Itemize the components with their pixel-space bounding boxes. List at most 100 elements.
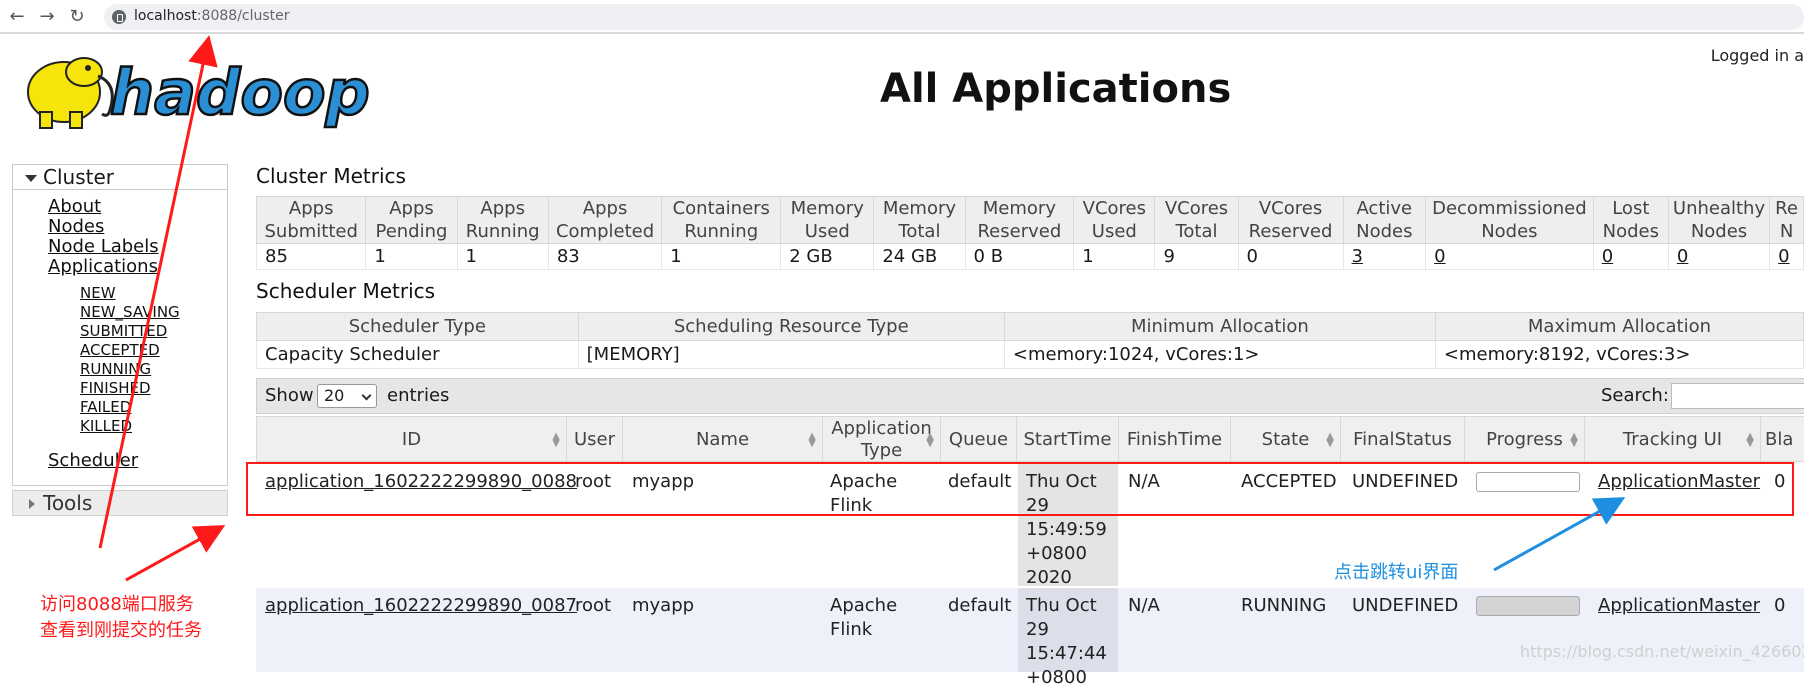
col-progress[interactable]: Progress▲▼	[1465, 417, 1585, 463]
sidebar-cluster-header[interactable]: Cluster	[12, 164, 228, 190]
sidebar-link-node-labels[interactable]: Node Labels	[48, 236, 159, 257]
metric-value: 1	[365, 243, 458, 270]
metric-value: 1	[661, 243, 782, 270]
expand-triangle-icon	[25, 175, 37, 182]
sidebar-state-finished[interactable]: FINISHED	[80, 379, 151, 397]
sidebar-tools-header[interactable]: Tools	[12, 490, 228, 516]
col-starttime[interactable]: StartTime	[1017, 417, 1119, 463]
table-row: application_1602222299890_0087 root myap…	[256, 588, 1804, 688]
sort-icon: ▲▼	[1570, 431, 1578, 449]
sidebar-state-new[interactable]: NEW	[80, 284, 116, 302]
col-minimum-allocation: Minimum Allocation	[1003, 312, 1436, 341]
tracking-ui-link[interactable]: ApplicationMaster	[1598, 595, 1761, 616]
sidebar-state-accepted[interactable]: ACCEPTED	[80, 341, 160, 359]
state-cell: ACCEPTED	[1241, 471, 1337, 492]
sort-icon: ▲▼	[1746, 431, 1754, 449]
app-id-link[interactable]: application_1602222299890_0087	[265, 595, 577, 616]
col-state[interactable]: State▲▼	[1231, 417, 1341, 463]
col-user[interactable]: User	[567, 417, 623, 463]
rebooted-nodes-link[interactable]: 0	[1769, 243, 1804, 270]
back-arrow-icon[interactable]: ←	[9, 6, 25, 27]
sort-icon: ▲▼	[1326, 431, 1334, 449]
user-cell: root	[575, 471, 612, 492]
metric-value: 9	[1154, 243, 1239, 270]
col-name[interactable]: Name▲▼	[623, 417, 823, 463]
state-cell: RUNNING	[1241, 595, 1327, 616]
finalstatus-cell: UNDEFINED	[1352, 471, 1459, 492]
entries-label: entries	[387, 385, 450, 406]
page-title: All Applications	[880, 66, 1232, 112]
sidebar-state-killed[interactable]: KILLED	[80, 417, 133, 435]
resource-type-value: [MEMORY]	[577, 340, 1005, 369]
chevron-down-icon	[361, 390, 372, 401]
page-size-select[interactable]: 20	[317, 384, 377, 408]
app-id-link[interactable]: application_1602222299890_0088	[265, 471, 577, 492]
sidebar-link-nodes[interactable]: Nodes	[48, 216, 105, 237]
search-input[interactable]	[1671, 383, 1804, 409]
progress-bar	[1476, 596, 1580, 616]
sidebar-state-running[interactable]: RUNNING	[80, 360, 152, 378]
col-queue[interactable]: Queue	[941, 417, 1017, 463]
sidebar-state-failed[interactable]: FAILED	[80, 398, 132, 416]
decommissioned-nodes-link[interactable]: 0	[1425, 243, 1594, 270]
active-nodes-link[interactable]: 3	[1342, 243, 1427, 270]
blacklisted-cell: 0	[1774, 595, 1786, 616]
sidebar-state-new-saving[interactable]: NEW_SAVING	[80, 303, 180, 321]
sidebar-link-scheduler[interactable]: Scheduler	[48, 450, 139, 471]
queue-cell: default	[948, 595, 1012, 616]
elephant-icon	[27, 57, 114, 129]
metric-value: 24 GB	[873, 243, 966, 270]
col-scheduling-resource-type: Scheduling Resource Type	[577, 312, 1005, 341]
finishtime-cell: N/A	[1128, 595, 1160, 616]
sidebar-link-applications[interactable]: Applications	[48, 256, 158, 277]
watermark-text: https://blog.csdn.net/weixin_42660202	[1520, 642, 1804, 661]
metric-value: 83	[547, 243, 663, 270]
lost-nodes-link[interactable]: 0	[1592, 243, 1669, 270]
metric-value: 0 B	[964, 243, 1075, 270]
metric-value: 85	[255, 243, 367, 270]
sort-icon: ▲▼	[808, 431, 816, 449]
name-cell: myapp	[632, 471, 695, 492]
col-application-type[interactable]: Application Type▲▼	[823, 417, 941, 463]
reload-icon[interactable]: ↻	[69, 6, 85, 27]
svg-text:hadoop: hadoop	[110, 56, 370, 129]
sort-icon: ▲▼	[926, 431, 934, 449]
hadoop-logo: hadoop	[27, 55, 371, 130]
sidebar-link-about[interactable]: About	[48, 196, 102, 217]
col-id[interactable]: ID▲▼	[257, 417, 567, 463]
show-label: Show	[265, 385, 314, 406]
min-allocation-value: <memory:1024, vCores:1>	[1003, 340, 1436, 369]
scheduler-header-row: Scheduler Type Scheduling Resource Type …	[256, 312, 1804, 341]
forward-arrow-icon[interactable]: →	[39, 6, 55, 27]
metric-value: 2 GB	[780, 243, 875, 270]
col-finalstatus[interactable]: FinalStatus	[1341, 417, 1465, 463]
address-bar[interactable]: localhost:8088/cluster	[104, 4, 1804, 30]
unhealthy-nodes-link[interactable]: 0	[1667, 243, 1771, 270]
scheduler-metrics-table: Scheduler Type Scheduling Resource Type …	[256, 312, 1804, 369]
scheduler-value-row: Capacity Scheduler [MEMORY] <memory:1024…	[256, 340, 1804, 369]
name-cell: myapp	[632, 595, 695, 616]
site-info-icon[interactable]	[112, 10, 126, 24]
col-tracking-ui[interactable]: Tracking UI▲▼	[1585, 417, 1761, 463]
queue-cell: default	[948, 471, 1012, 492]
search-label: Search:	[1601, 385, 1669, 406]
col-blacklisted[interactable]: Bla	[1765, 429, 1794, 450]
tracking-ui-link[interactable]: ApplicationMaster	[1598, 471, 1761, 492]
col-finishtime[interactable]: FinishTime	[1119, 417, 1231, 463]
blacklisted-cell: 0	[1774, 471, 1786, 492]
sidebar-state-submitted[interactable]: SUBMITTED	[80, 322, 168, 340]
